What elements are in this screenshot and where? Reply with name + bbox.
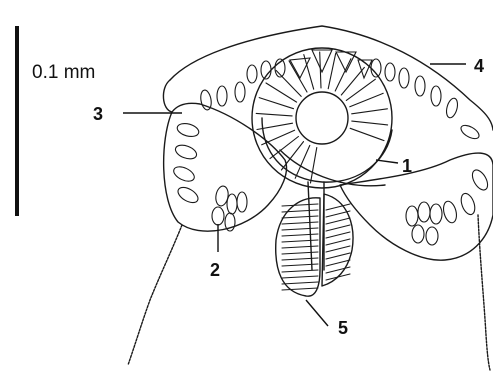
head-outline — [170, 26, 493, 130]
hatch-line — [282, 276, 318, 278]
hatch-line — [282, 246, 318, 248]
bristle — [415, 76, 425, 96]
right-lobe — [340, 123, 493, 260]
bristle — [431, 86, 441, 106]
hatch-line — [326, 218, 350, 224]
hatch-line — [282, 240, 318, 242]
hatch-line — [282, 228, 318, 230]
hatch-line — [326, 267, 350, 273]
hatched-structure — [276, 194, 353, 296]
leader-lines — [123, 64, 466, 326]
hatch-line — [326, 211, 350, 217]
bristle — [418, 202, 430, 222]
bristle — [406, 206, 418, 226]
bristle — [399, 68, 409, 88]
label-4: 4 — [474, 56, 484, 76]
bristle — [217, 86, 227, 106]
bristle — [385, 63, 395, 81]
bristle — [459, 192, 478, 217]
hatch-line — [282, 204, 318, 206]
bristle — [247, 65, 257, 83]
scale-bar: 0.1 mm — [17, 26, 95, 216]
hatch-line — [282, 222, 318, 224]
spiral-rib — [352, 109, 388, 114]
body-left-edge — [128, 225, 182, 365]
tooth — [312, 50, 332, 72]
bristle — [174, 143, 199, 162]
hatch-line — [282, 252, 318, 254]
hatch-line — [326, 225, 350, 231]
label-2: 2 — [210, 260, 220, 280]
spiral-rib — [266, 83, 297, 102]
label-3: 3 — [93, 104, 103, 124]
spiral-rib — [328, 53, 336, 88]
left-lobe — [164, 103, 287, 231]
bristle — [175, 184, 200, 205]
hatch-line — [282, 270, 318, 272]
spiral-rib — [350, 93, 383, 107]
hatch-line — [282, 288, 318, 290]
spiral-rib — [259, 98, 293, 109]
spiral-rib — [320, 52, 321, 88]
bristle — [426, 227, 438, 245]
bristle — [412, 225, 424, 243]
bristle — [176, 121, 200, 138]
hatch-line — [326, 239, 350, 245]
scale-bar-label: 0.1 mm — [32, 62, 95, 83]
hatch-line — [326, 253, 350, 259]
hatch-line — [282, 258, 318, 260]
bristle — [227, 194, 237, 214]
bristle — [459, 123, 481, 142]
bristle — [445, 97, 460, 119]
bristle — [469, 167, 490, 192]
hatch-line — [326, 274, 350, 280]
spiral-rib — [350, 128, 384, 140]
label-1: 1 — [402, 156, 412, 176]
hatch-line — [282, 234, 318, 236]
hatch-line — [282, 282, 318, 284]
bristle — [212, 207, 224, 225]
hatch-line — [326, 246, 350, 252]
spiral-rib — [256, 113, 292, 116]
bristle — [235, 82, 245, 102]
leader-5 — [306, 300, 328, 326]
spiral-rib — [352, 121, 388, 125]
hatching — [282, 204, 350, 290]
spiral-rib — [346, 79, 375, 100]
hatch-line — [326, 232, 350, 238]
leader-1 — [376, 160, 398, 163]
bristle — [199, 89, 212, 110]
hatch-line — [326, 204, 350, 210]
bristle — [171, 164, 196, 184]
label-5: 5 — [338, 318, 348, 338]
hatch-line — [282, 264, 318, 266]
bristle — [441, 200, 458, 224]
bristle — [430, 204, 442, 224]
hatch-line — [282, 216, 318, 218]
spiral-rib — [311, 148, 317, 184]
bristle — [237, 192, 247, 212]
